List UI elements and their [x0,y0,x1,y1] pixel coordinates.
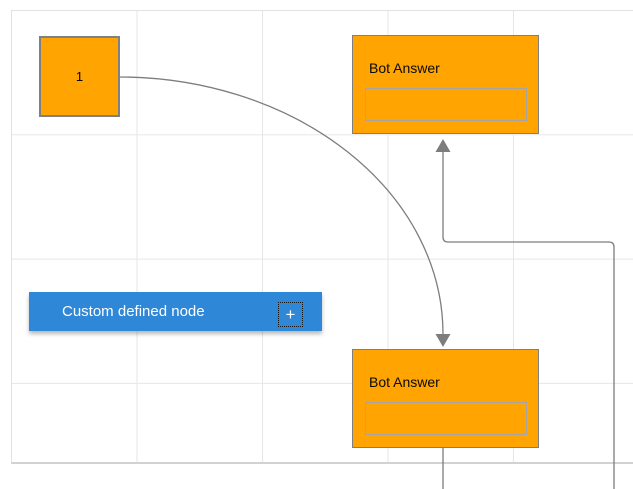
connector-curved[interactable] [118,76,444,335]
node-text-field[interactable] [365,88,527,121]
node-bot-answer-bottom[interactable]: Bot Answer [352,349,539,448]
node-title: Bot Answer [369,60,440,76]
node-start-label: 1 [75,69,84,84]
node-title: Bot Answer [369,374,440,390]
node-bot-answer-top[interactable]: Bot Answer [352,35,539,134]
node-start[interactable]: 1 [39,36,120,117]
add-port-button[interactable]: + [278,302,303,327]
node-text-field[interactable] [365,402,527,435]
connector-orthogonal[interactable] [442,152,615,489]
plus-icon: + [285,305,296,324]
node-custom-label: Custom defined node [62,303,205,320]
node-custom-defined[interactable]: Custom defined node + [29,292,322,331]
